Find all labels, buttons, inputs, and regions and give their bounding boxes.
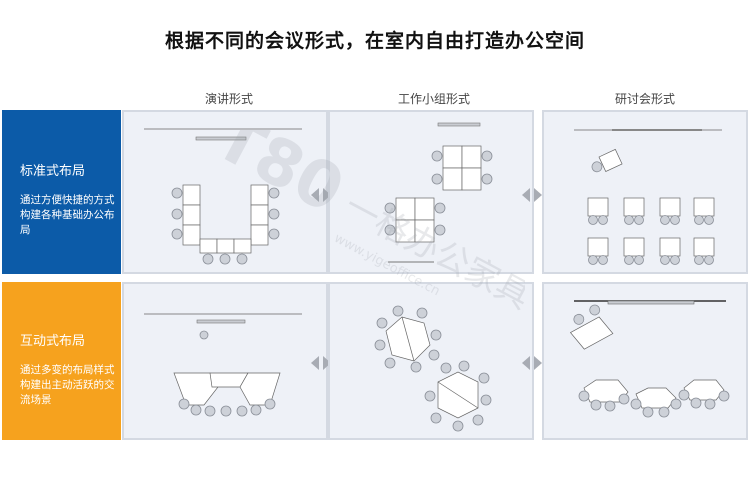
arrow-left-icon — [522, 188, 530, 202]
row-title: 标准式布局 — [20, 164, 86, 179]
arrow-pair-1 — [311, 187, 331, 206]
seminar-chair — [598, 215, 608, 225]
row-label-interactive: 互动式布局 通过多变的布局样式构建出主动活跃的交流场景 — [2, 282, 121, 440]
seminar-chair — [694, 215, 704, 225]
seminar-desk-grid — [587, 197, 715, 265]
seminar-chair — [634, 255, 644, 265]
column-header-seminar: 研讨会形式 — [614, 92, 675, 106]
workgroup-layout-diagram — [384, 122, 493, 263]
panel-interactive-workgroup — [328, 282, 534, 440]
seminar-desk — [623, 237, 645, 257]
arrow-pair-2 — [522, 187, 542, 206]
seminar-desk — [623, 197, 645, 217]
seminar-chair — [624, 215, 634, 225]
panel-standard-lecture — [122, 110, 328, 274]
arrow-left-icon — [311, 356, 319, 370]
seminar-desk — [587, 197, 609, 217]
seminar-desk — [693, 237, 715, 257]
arrow-right-icon — [323, 188, 331, 202]
seminar-chair — [588, 255, 598, 265]
seminar-chair — [624, 255, 634, 265]
column-header-lecture: 演讲形式 — [204, 92, 253, 106]
arrow-right-icon — [534, 356, 542, 370]
seminar-chair — [634, 215, 644, 225]
seminar-desk — [693, 197, 715, 217]
row-title: 互动式布局 — [20, 334, 86, 349]
interactive-lecture-diagram — [144, 313, 302, 417]
row-label-standard: 标准式布局 通过方便快捷的方式构建各种基础办公布局 — [2, 110, 121, 274]
seminar-chair — [670, 215, 680, 225]
seminar-chair — [588, 215, 598, 225]
seminar-desk — [587, 237, 609, 257]
seminar-layout-diagram — [574, 129, 722, 265]
seminar-chair — [670, 255, 680, 265]
seminar-chair — [598, 255, 608, 265]
arrow-pair-3 — [311, 355, 331, 374]
seminar-desk — [659, 197, 681, 217]
arrow-left-icon — [522, 356, 530, 370]
seminar-chair — [704, 255, 714, 265]
lecture-layout-diagram — [144, 128, 302, 265]
seminar-chair — [704, 215, 714, 225]
panel-standard-workgroup — [328, 110, 534, 274]
panel-standard-seminar — [542, 110, 748, 274]
row-description: 通过多变的布局样式构建出主动活跃的交流场景 — [20, 364, 115, 406]
arrow-right-icon — [534, 188, 542, 202]
arrow-right-icon — [323, 356, 331, 370]
seminar-chair — [660, 215, 670, 225]
column-header-workgroup: 工作小组形式 — [397, 92, 470, 106]
interactive-seminar-diagram — [569, 300, 730, 418]
seminar-chair — [694, 255, 704, 265]
seminar-chair — [660, 255, 670, 265]
panel-interactive-seminar — [542, 282, 748, 440]
interactive-workgroup-diagram — [374, 305, 492, 432]
panel-interactive-lecture — [122, 282, 328, 440]
row-description: 通过方便快捷的方式构建各种基础办公布局 — [20, 194, 115, 236]
arrow-pair-4 — [522, 355, 542, 374]
arrow-left-icon — [311, 188, 319, 202]
page-title: 根据不同的会议形式，在室内自由打造办公空间 — [164, 30, 585, 52]
seminar-desk — [659, 237, 681, 257]
